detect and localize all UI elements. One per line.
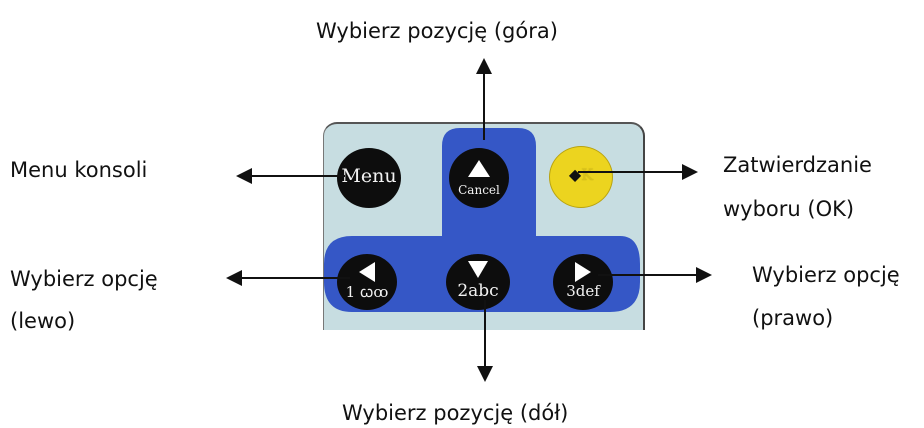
arrow-icon-right bbox=[598, 267, 712, 283]
right-3-button[interactable]: 3def bbox=[553, 254, 613, 310]
triangle-down-icon bbox=[468, 261, 488, 278]
label-top: Wybierz pozycję (góra) bbox=[316, 19, 558, 43]
label-bottom: Wybierz pozycję (dół) bbox=[342, 401, 569, 425]
label-right-line2: (prawo) bbox=[752, 306, 834, 330]
triangle-up-icon bbox=[468, 160, 490, 177]
right-key-label: 3def bbox=[566, 282, 600, 300]
label-right-line1: Wybierz opcję bbox=[752, 263, 900, 287]
arrow-icon-menu bbox=[236, 168, 345, 184]
cancel-label: Cancel bbox=[458, 183, 500, 197]
triangle-left-icon bbox=[359, 262, 375, 282]
down-key-label: 2abc bbox=[457, 281, 499, 301]
ok-letter: K bbox=[581, 165, 594, 184]
ok-button[interactable]: ◆K bbox=[549, 146, 613, 208]
triangle-right-icon bbox=[575, 262, 591, 282]
label-menu: Menu konsoli bbox=[10, 158, 148, 182]
label-ok-line1: Zatwierdzanie bbox=[723, 153, 872, 177]
down-2-button[interactable]: 2abc bbox=[446, 254, 510, 310]
arrow-icon-ok bbox=[578, 164, 698, 180]
arrow-icon-down bbox=[477, 300, 493, 382]
arrow-icon-left bbox=[226, 270, 350, 286]
up-cancel-button[interactable]: Cancel bbox=[449, 148, 509, 208]
arrow-icon-up bbox=[476, 58, 492, 140]
ok-diamond-icon: ◆ bbox=[568, 165, 582, 184]
left-1-button[interactable]: 1 ꞷꝏ bbox=[337, 254, 397, 310]
left-key-label: 1 ꞷꝏ bbox=[345, 283, 389, 301]
label-left-line2: (lewo) bbox=[10, 309, 76, 333]
menu-button-label: Menu bbox=[341, 165, 397, 187]
label-ok-line2: wyboru (OK) bbox=[723, 197, 855, 221]
menu-button[interactable]: Menu bbox=[337, 148, 401, 208]
label-left-line1: Wybierz opcję bbox=[10, 267, 158, 291]
keypad-panel: Menu Cancel ◆K 1 ꞷꝏ 2abc 3def bbox=[323, 122, 645, 330]
